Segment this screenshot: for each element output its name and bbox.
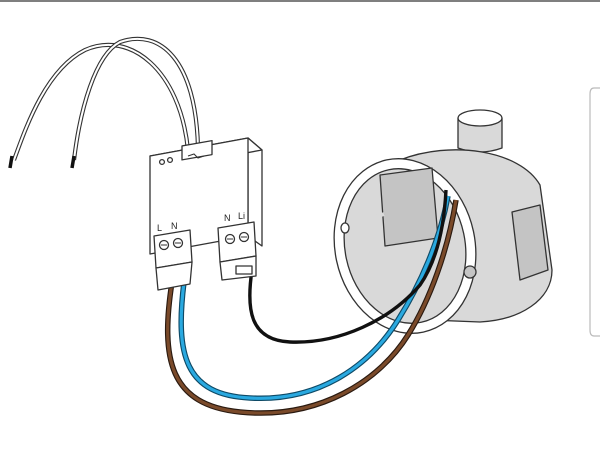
junction-box (333, 109, 553, 334)
terminal-label-l: L (157, 223, 162, 233)
terminal-label-n-right: N (224, 213, 231, 223)
wire-black (248, 189, 448, 344)
micro-module (149, 137, 263, 291)
switch-wires (8, 36, 201, 169)
wire-blue-core (179, 195, 450, 400)
terminal-label-li: Li (238, 211, 245, 221)
side-panel-edge (589, 87, 600, 337)
wire-brown-core (166, 199, 458, 415)
terminal-label-n-left: N (171, 221, 178, 231)
